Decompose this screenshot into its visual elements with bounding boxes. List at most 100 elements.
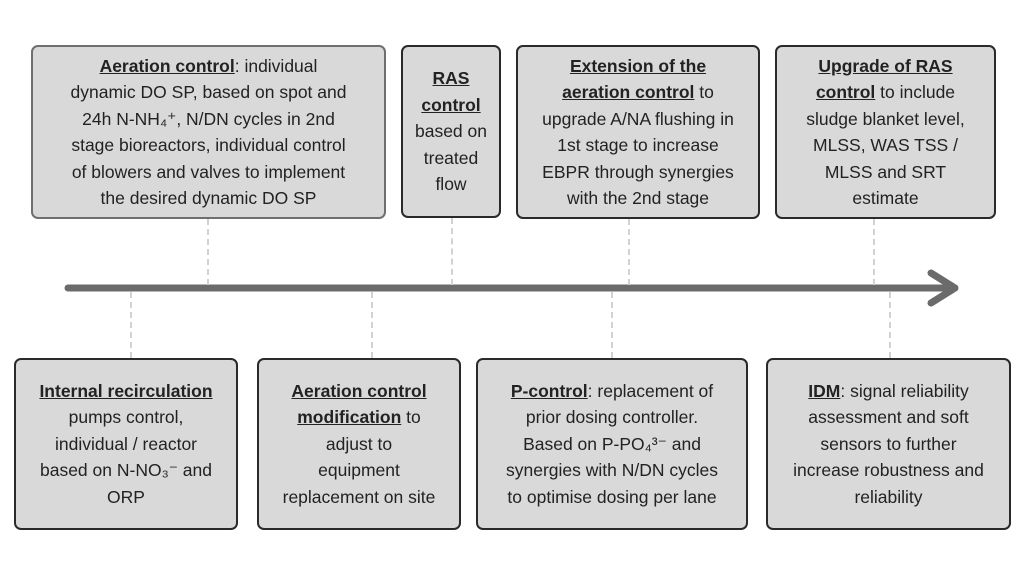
timeline-arrowhead [927, 269, 959, 307]
box-line: treated [424, 145, 478, 172]
box-text: to [401, 407, 421, 428]
box-line: based on [415, 118, 487, 145]
box-line: upgrade A/NA flushing in [542, 106, 734, 133]
box-text: pumps control, [68, 407, 184, 428]
box-text: increase robustness and [793, 460, 984, 481]
box-line: based on N-NO₃⁻ and [40, 457, 212, 484]
box-line: of blowers and valves to implement [72, 159, 345, 186]
box-line: P-control: replacement of [511, 378, 713, 405]
box-line: increase robustness and [793, 457, 984, 484]
box-line: pumps control, [69, 404, 184, 431]
box-title: Aeration control [99, 55, 235, 76]
box-text: prior dosing controller. [525, 407, 699, 428]
box-line: Aeration control: individual [100, 53, 318, 80]
box-title: P-control [510, 380, 588, 401]
box-line: prior dosing controller. [526, 404, 698, 431]
box-line: control to include [816, 79, 955, 106]
box-line: MLSS, WAS TSS / [813, 132, 958, 159]
box-text: MLSS, WAS TSS / [813, 135, 958, 155]
box-text: sludge blanket level, [806, 108, 965, 129]
box-line: synergies with N/DN cycles [506, 457, 718, 484]
box-text: MLSS and SRT [824, 161, 947, 182]
box-text: 1st stage to increase [557, 135, 719, 155]
box-text: : individual [234, 55, 318, 76]
box-text: Based on P-PO₄³⁻ and [523, 433, 701, 454]
connector-p-control [611, 292, 613, 358]
box-text: the desired dynamic DO SP [100, 188, 317, 208]
box-line: reliability [854, 484, 922, 511]
box-line: modification to [297, 404, 421, 431]
box-title: Aeration control [291, 380, 427, 401]
connector-ras-control [451, 218, 453, 285]
box-line: Based on P-PO₄³⁻ and [523, 431, 701, 458]
box-text: to include [875, 82, 956, 102]
box-text: sensors to further [820, 433, 957, 454]
box-line: flow [435, 171, 466, 198]
box-text: assessment and soft [808, 407, 969, 428]
box-title: Internal recirculation [39, 380, 213, 401]
box-line: 24h N-NH₄⁺, N/DN cycles in 2nd [82, 106, 335, 133]
box-line: Aeration control [291, 378, 426, 405]
box-title: RAS [432, 68, 470, 89]
box-line: individual / reactor [55, 431, 197, 458]
box-line: RAS [433, 65, 470, 92]
box-text: upgrade A/NA flushing in [542, 108, 734, 129]
box-line: dynamic DO SP, based on spot and [71, 79, 347, 106]
box-title: IDM [808, 380, 841, 401]
box-text: based on [414, 121, 487, 142]
box-line: 1st stage to increase [557, 132, 718, 159]
box-text: treated [423, 147, 479, 168]
connector-internal-recirculation [130, 292, 132, 358]
box-text: to [694, 82, 714, 102]
box-line: assessment and soft [808, 404, 969, 431]
box-line: with the 2nd stage [567, 185, 709, 212]
connector-idm [889, 292, 891, 358]
box-text: individual / reactor [54, 433, 198, 454]
connector-aeration-control [207, 219, 209, 285]
box-text: replacement on site [282, 486, 436, 507]
box-line: sludge blanket level, [806, 106, 965, 133]
box-line: the desired dynamic DO SP [101, 185, 317, 212]
box-text: stage bioreactors, individual control [71, 135, 346, 155]
box-line: control [421, 92, 480, 119]
box-text: dynamic DO SP, based on spot and [70, 82, 347, 102]
box-text: with the 2nd stage [566, 188, 710, 208]
box-line: Extension of the [570, 53, 706, 80]
internal-recirculation-box: Internal recirculation pumps control, indi… [14, 358, 238, 530]
box-text: equipment [318, 460, 400, 481]
connector-extension-aeration-control [628, 219, 630, 285]
box-line: MLSS and SRT [825, 159, 946, 186]
extension-aeration-control-box: Extension of the aeration control to upgra… [516, 45, 760, 219]
box-line: to optimise dosing per lane [507, 484, 716, 511]
box-text: synergies with N/DN cycles [506, 460, 718, 481]
box-text: EBPR through synergies [542, 161, 734, 182]
box-text: : signal reliability [840, 380, 969, 401]
box-line: Upgrade of RAS [818, 53, 952, 80]
box-text: adjust to [325, 433, 393, 454]
box-line: sensors to further [820, 431, 956, 458]
box-text: reliability [854, 486, 923, 507]
box-line: estimate [852, 185, 918, 212]
box-line: IDM: signal reliability [808, 378, 968, 405]
box-line: adjust to [326, 431, 392, 458]
box-text: ORP [107, 486, 145, 507]
box-title: control [421, 94, 481, 115]
box-title: aeration control [562, 82, 695, 102]
connector-aeration-control-modification [371, 292, 373, 358]
box-title: control [815, 82, 876, 102]
box-text: : replacement of [587, 380, 714, 401]
box-title: Upgrade of RAS [818, 55, 953, 76]
box-text: based on N-NO₃⁻ and [39, 460, 212, 481]
box-title: modification [297, 407, 402, 428]
connector-upgrade-ras-control [873, 219, 875, 285]
box-line: ORP [107, 484, 145, 511]
box-text: of blowers and valves to implement [71, 161, 346, 182]
box-line: equipment [318, 457, 400, 484]
box-title: Extension of the [569, 55, 707, 76]
